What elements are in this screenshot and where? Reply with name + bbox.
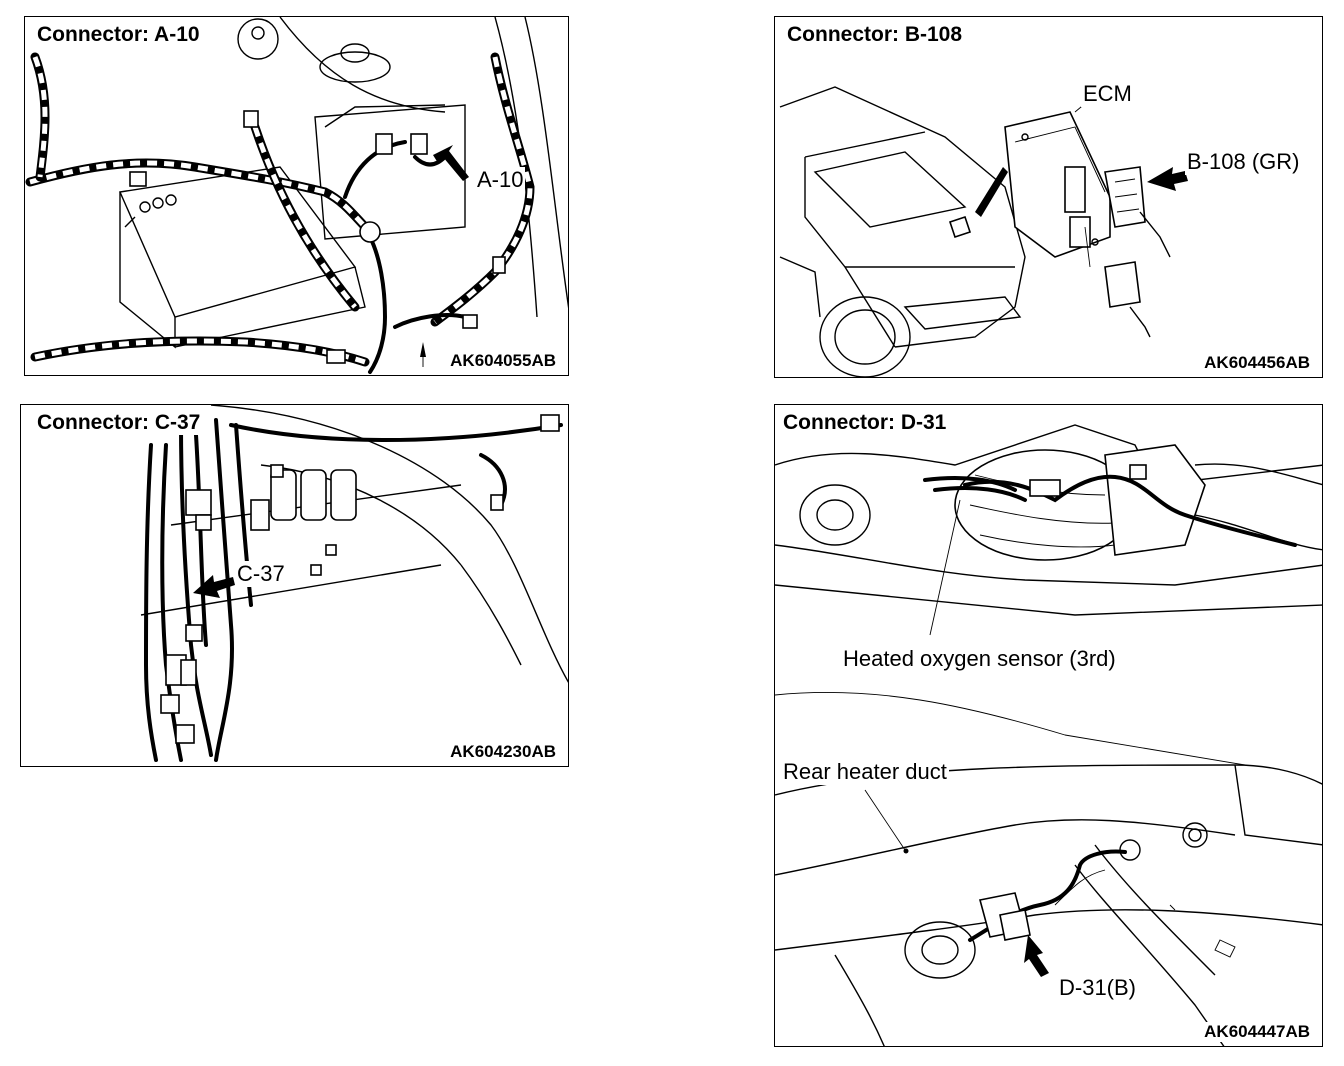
illustration-code: AK604447AB [1202,1022,1312,1042]
panel-title: Connector: A-10 [33,23,204,47]
underbody-illustration-d31 [775,424,1322,1046]
illustration-code: AK604230AB [448,742,558,762]
rear-heater-duct-label: Rear heater duct [781,759,949,785]
ecm-label: ECM [1081,81,1134,107]
engine-bay-illustration-a10 [25,17,568,374]
panel-connector-d31: Connector: D-31 Heated oxygen sensor (3r… [774,404,1323,1047]
connector-callout: D-31(B) [1057,975,1139,1001]
connector-callout: B-108 (GR) [1185,149,1302,175]
panel-connector-c37: Connector: C-37 C-37 AK604230AB [20,404,569,767]
panel-title: Connector: C-37 [33,411,205,435]
panel-title: Connector: B-108 [783,23,967,47]
panel-connector-a10: Connector: A-10 A-10 AK604055AB [24,16,569,376]
connector-callout: C-37 [235,561,287,587]
illustration-code: AK604055AB [448,351,558,371]
panel-connector-b108: Connector: B-108 ECM B-108 (GR) AK604456… [774,16,1323,378]
oxygen-sensor-label: Heated oxygen sensor (3rd) [841,646,1118,672]
panel-title: Connector: D-31 [779,411,951,435]
illustration-code: AK604456AB [1202,353,1312,373]
vehicle-ecm-illustration-b108 [779,86,1188,377]
dash-harness-illustration-c37 [140,405,568,762]
connector-callout: A-10 [475,167,526,193]
